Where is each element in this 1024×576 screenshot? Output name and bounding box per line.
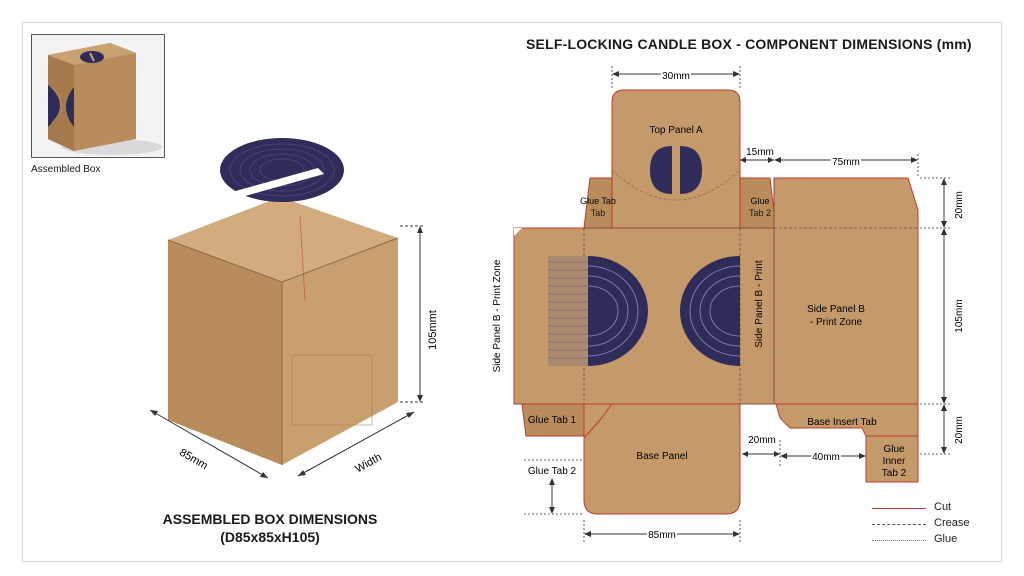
label-glue-inner-2: Inner: [883, 456, 906, 467]
svg-text:Tab: Tab: [591, 208, 606, 218]
legend: Cut Crease Glue: [872, 500, 992, 548]
label-glue-inner-1: Glue: [883, 444, 905, 455]
assembled-depth-label: 85mm: [177, 447, 209, 473]
label-side-panel-b-left: Side Panel B - Print Zone: [492, 259, 503, 372]
box-right-face: [282, 238, 398, 465]
dim-75mm: 75mm: [832, 157, 860, 168]
assembled-box: 105mmt 85mm Width: [149, 138, 439, 479]
assembled-title: ASSEMBLED BOX DIMENSIONS: [162, 511, 378, 527]
glue-inner-tab-2: [865, 435, 919, 483]
dim-base-85: 85mm: [648, 530, 676, 541]
label-base-panel: Base Panel: [636, 451, 687, 462]
print-artwork: [548, 256, 741, 366]
label-glue-inner-3: Tab 2: [882, 468, 907, 479]
assembled-height-label: 105mmt: [427, 310, 439, 350]
assembled-width-label: Width: [353, 451, 383, 475]
label-glue-tab-2-top: Glue: [750, 196, 769, 206]
assembled-title-block: ASSEMBLED BOX DIMENSIONS (D85x85xH105): [120, 510, 420, 546]
svg-text:Tab 2: Tab 2: [749, 208, 771, 218]
thumbnail-box-drawing: [32, 35, 164, 157]
label-glue-tab-1: Glue Tab 1: [528, 415, 577, 426]
label-side-panel-b-right-2: - Print Zone: [810, 317, 863, 328]
top-panel-cutout: [650, 146, 702, 194]
base-panel: [583, 403, 741, 515]
legend-crease: Crease: [872, 516, 992, 532]
dim-mid-20: 20mm: [748, 435, 776, 446]
top-panel-a: [611, 89, 741, 229]
dim-right-105: 105mm: [954, 299, 965, 332]
base-insert-tab: [775, 403, 919, 437]
assembled-subtitle: (D85x85xH105): [220, 529, 320, 545]
box-left-face: [168, 240, 282, 465]
label-glue-tab-2-bottom: Glue Tab 2: [528, 466, 577, 477]
dim-top-width: 30mm: [662, 71, 690, 82]
label-glue-tab-left: Glue Tab: [580, 196, 616, 206]
legend-glue: Glue: [872, 532, 992, 548]
diagram-title: SELF-LOCKING CANDLE BOX - COMPONENT DIME…: [526, 36, 972, 52]
diagram-frame: [22, 22, 1002, 562]
box-lid-disc: [220, 138, 344, 202]
assembled-box-thumbnail: [31, 34, 165, 158]
label-top-panel: Top Panel A: [649, 125, 703, 136]
side-panel-b-right: [773, 177, 919, 405]
legend-cut: Cut: [872, 500, 992, 516]
dim-40mm: 40mm: [812, 452, 840, 463]
dim-right-20-bottom: 20mm: [954, 416, 965, 444]
label-side-panel-b-right-1: Side Panel B: [807, 304, 865, 315]
dim-15mm: 15mm: [746, 147, 774, 158]
label-base-insert-tab: Base Insert Tab: [807, 417, 877, 428]
label-side-panel-b-print: Side Panel B - Print: [754, 260, 765, 347]
dim-right-20-top: 20mm: [954, 191, 965, 219]
thumbnail-label: Assembled Box: [31, 164, 101, 175]
dieline: Top Panel A Glue Tab Tab Glue Tab 2 Side…: [492, 66, 965, 543]
